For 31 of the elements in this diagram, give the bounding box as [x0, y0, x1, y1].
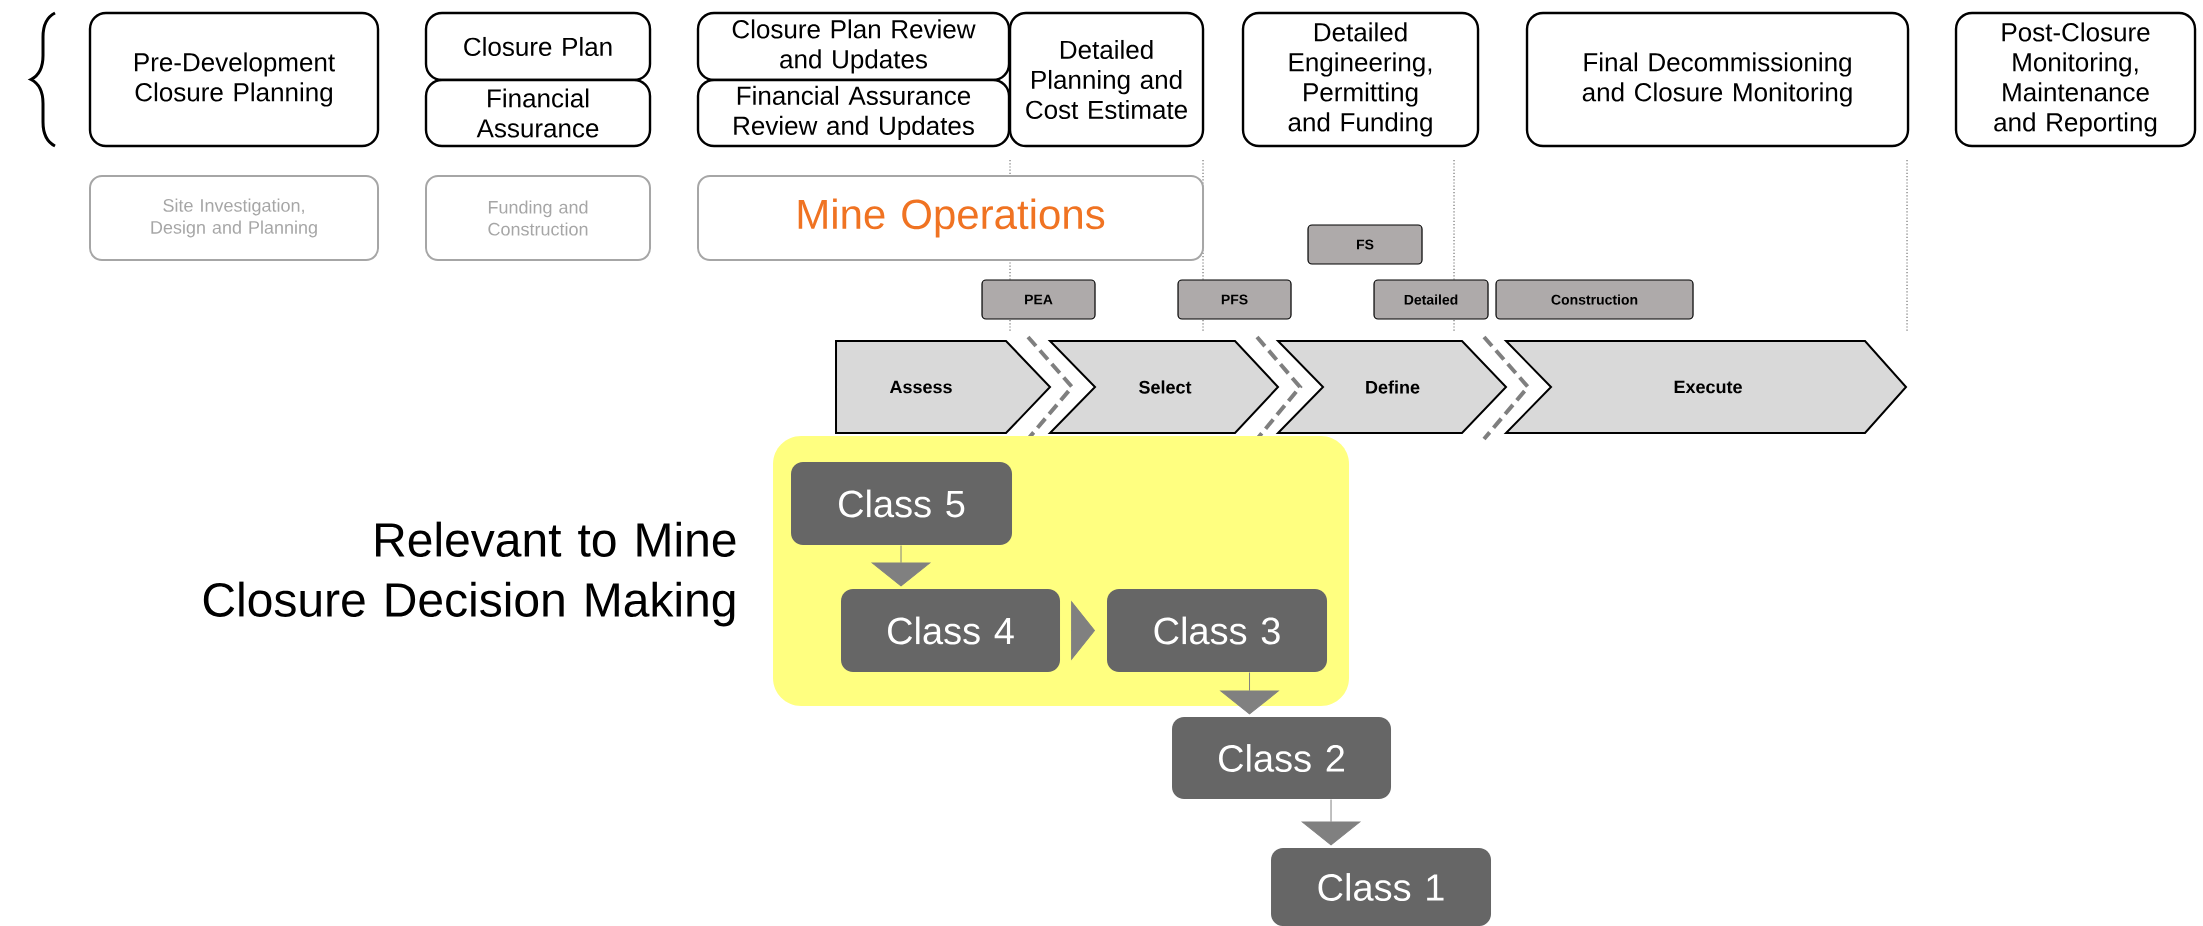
stage-box: Site Investigation, Design and Planning — [89, 175, 379, 261]
class-box: Class 3 — [1107, 589, 1328, 672]
arrow — [871, 544, 931, 587]
process-box: Financial Assurance — [424, 78, 652, 148]
phase-step: Select — [1047, 340, 1280, 434]
study-box: PFS — [1177, 279, 1292, 320]
process-box: Detailed Engineering, Permitting and Funding — [1241, 11, 1480, 148]
arrow — [1301, 798, 1361, 846]
arrow — [1220, 671, 1279, 715]
study-box: FS — [1307, 224, 1423, 265]
process-box: Pre-Development Closure Planning — [88, 11, 380, 148]
process-box: Final Decommissioning and Closure Monitoring — [1525, 11, 1910, 148]
process-box: Detailed Planning and Cost Estimate — [1008, 11, 1205, 148]
stage-box: Mine Operations — [697, 175, 1204, 261]
study-box: Construction — [1495, 279, 1694, 320]
phase-step: Assess — [835, 340, 1052, 434]
class-box: Class 4 — [841, 589, 1060, 672]
area-heading: Relevant to Mine Closure Decision Making — [203, 521, 736, 627]
process-box: Financial Assurance Review and Updates — [696, 78, 1011, 148]
process-box: Post-Closure Monitoring, Maintenance and Reporting — [1954, 11, 2197, 148]
class-box: Class 1 — [1271, 848, 1491, 926]
process-box: Closure Plan Review and Updates — [696, 11, 1011, 82]
arrow — [1070, 601, 1095, 660]
process-box: Closure Plan — [424, 11, 652, 82]
class-box: Class 5 — [791, 462, 1012, 545]
phase-step: Execute — [1503, 340, 1908, 434]
phase-step: Define — [1275, 340, 1508, 434]
stage-box: Funding and Construction — [425, 175, 651, 261]
class-box: Class 2 — [1172, 717, 1391, 799]
study-box: PEA — [981, 279, 1096, 320]
study-box: Detailed — [1373, 279, 1489, 320]
